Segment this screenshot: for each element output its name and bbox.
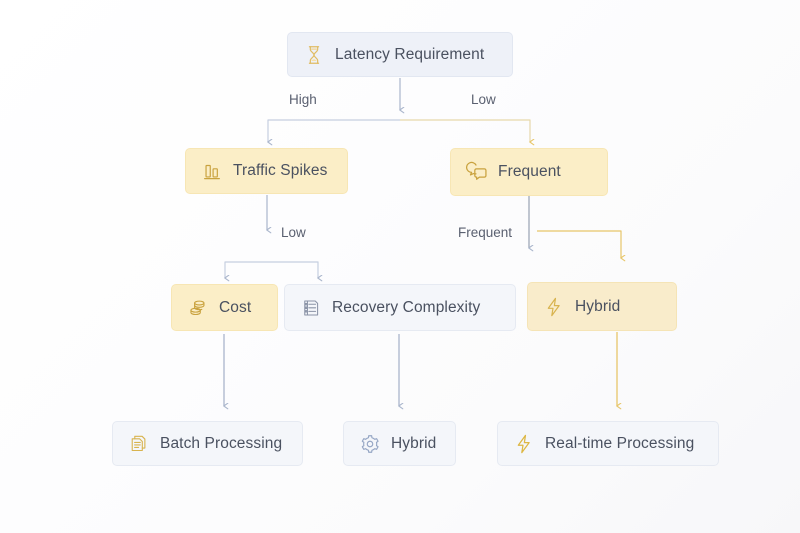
node-label: Hybrid — [391, 434, 437, 452]
gear-icon — [358, 432, 382, 456]
lightning-icon — [542, 295, 566, 319]
chat-bubbles-icon — [465, 160, 489, 184]
edge-frequent-to-hybrid — [537, 230, 621, 258]
edge-latency-to-traffic — [268, 119, 400, 142]
node-traffic-spikes[interactable]: Traffic Spikes — [185, 148, 348, 194]
node-hybrid-lightning[interactable]: Hybrid — [527, 282, 677, 331]
checklist-icon — [299, 296, 323, 320]
node-hybrid-gear[interactable]: Hybrid — [343, 421, 456, 466]
node-latency-requirement[interactable]: Latency Requirement — [287, 32, 513, 77]
lightning-icon — [512, 432, 536, 456]
edge-label-low-mid: Low — [281, 225, 306, 240]
edge-label-high: High — [289, 92, 317, 107]
node-label: Frequent — [498, 163, 561, 181]
edge-traffic-to-cost — [225, 261, 267, 278]
node-label: Recovery Complexity — [332, 298, 481, 316]
node-frequent[interactable]: Frequent — [450, 148, 608, 196]
node-label: Traffic Spikes — [233, 162, 328, 180]
node-label: Hybrid — [575, 297, 621, 315]
node-realtime-processing[interactable]: Real-time Processing — [497, 421, 719, 466]
hourglass-icon — [302, 43, 326, 67]
documents-icon — [127, 432, 151, 456]
edge-label-low-top: Low — [471, 92, 496, 107]
node-label: Real-time Processing — [545, 434, 695, 452]
node-batch-processing[interactable]: Batch Processing — [112, 421, 303, 466]
node-label: Batch Processing — [160, 434, 283, 452]
node-recovery-complexity[interactable]: Recovery Complexity — [284, 284, 516, 331]
edge-label-frequent: Frequent — [458, 225, 513, 240]
node-cost[interactable]: Cost — [171, 284, 278, 331]
edge-traffic-to-recovery — [267, 261, 318, 278]
node-label: Latency Requirement — [335, 45, 485, 63]
node-label: Cost — [219, 298, 252, 316]
bar-chart-icon — [200, 159, 224, 183]
coins-icon — [186, 296, 210, 320]
edge-latency-to-frequent — [400, 119, 530, 142]
